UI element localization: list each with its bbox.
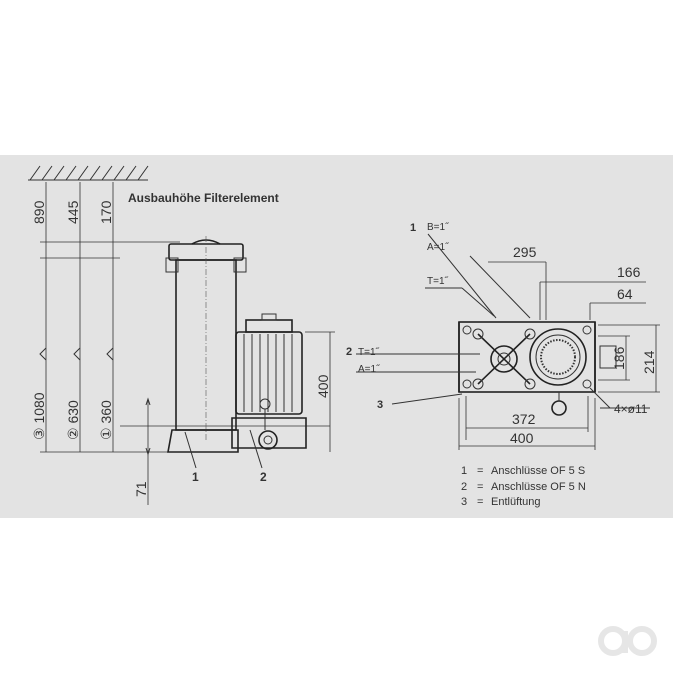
dim-1080: ③ 1080 bbox=[31, 392, 47, 440]
drawing-panel bbox=[0, 155, 673, 518]
legend: 1 = Anschlüsse OF 5 S 2 = Anschlüsse OF … bbox=[461, 465, 586, 508]
legend-num-2: 2 bbox=[461, 481, 467, 493]
dim-890: 890 bbox=[31, 200, 47, 224]
top-view bbox=[356, 233, 660, 450]
a-label-top: A=1˝ bbox=[427, 241, 449, 253]
b-label: B=1˝ bbox=[427, 221, 449, 233]
dim-400: 400 bbox=[510, 430, 534, 446]
callout-3-top: 3 bbox=[377, 399, 383, 411]
callout-1-side: 1 bbox=[192, 470, 199, 484]
dim-360: ① 360 bbox=[98, 400, 114, 440]
callout-1-top: 1 bbox=[410, 222, 416, 234]
dim-400-height: 400 bbox=[315, 374, 331, 398]
dim-295: 295 bbox=[513, 244, 537, 260]
dim-71: 71 bbox=[133, 481, 149, 497]
t-label-top: T=1˝ bbox=[427, 275, 449, 287]
dim-170: 170 bbox=[98, 200, 114, 224]
dim-64: 64 bbox=[617, 286, 633, 302]
ceiling-hatch bbox=[28, 165, 149, 181]
dim-holes: 4×ø11 bbox=[614, 402, 648, 416]
dim-445: 445 bbox=[65, 200, 81, 224]
legend-num-3: 3 bbox=[461, 496, 467, 508]
dim-166: 166 bbox=[617, 264, 641, 280]
a-label-side: A=1˝ bbox=[358, 363, 380, 375]
legend-eq-1: = bbox=[477, 465, 483, 477]
callout-2-side: 2 bbox=[260, 470, 267, 484]
legend-text-2: Anschlüsse OF 5 N bbox=[491, 481, 586, 493]
filter-housing bbox=[165, 236, 247, 453]
dim-186: 186 bbox=[611, 346, 627, 370]
dim-214: 214 bbox=[641, 350, 657, 374]
ao-logo-icon bbox=[598, 626, 657, 656]
dim-630: ② 630 bbox=[65, 400, 81, 440]
title: Ausbauhöhe Filterelement bbox=[128, 191, 279, 205]
legend-num-1: 1 bbox=[461, 465, 467, 477]
legend-text-1: Anschlüsse OF 5 S bbox=[491, 465, 585, 477]
callout-2-top: 2 bbox=[346, 346, 352, 358]
height-dimension-lines bbox=[39, 182, 330, 505]
side-leaders bbox=[184, 429, 263, 469]
legend-text-3: Entlüftung bbox=[491, 496, 541, 508]
legend-eq-3: = bbox=[477, 496, 483, 508]
dim-372: 372 bbox=[512, 411, 536, 427]
legend-eq-2: = bbox=[477, 481, 483, 493]
pump-motor bbox=[231, 313, 335, 452]
t-label-side: T=1˝ bbox=[358, 346, 380, 358]
